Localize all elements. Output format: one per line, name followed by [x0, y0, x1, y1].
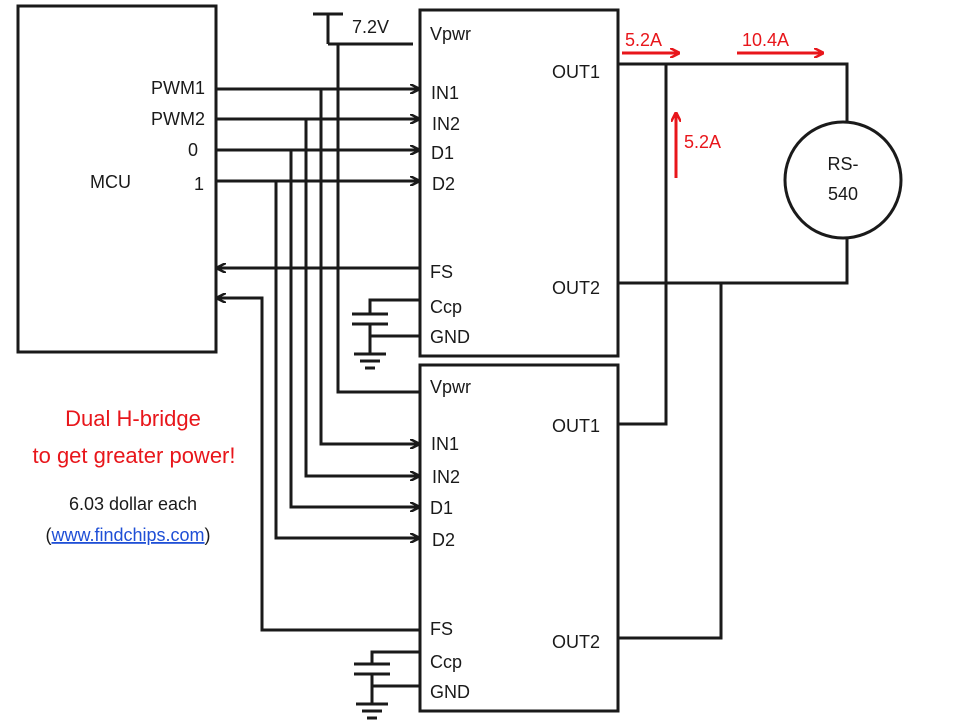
- wire-out1-bottom: [618, 64, 668, 426]
- motor-label-2: 540: [828, 184, 858, 204]
- mcu-pin-pwm2: PWM2: [151, 109, 205, 129]
- gnd-top-lead: [368, 324, 420, 354]
- vpwr-bus-bottom: [336, 44, 420, 394]
- driver-top-ccp: Ccp: [430, 297, 462, 317]
- driver-top-in2: IN2: [432, 114, 460, 134]
- driver-bottom-gnd: GND: [430, 682, 470, 702]
- driver-bottom-in2: IN2: [432, 467, 460, 487]
- output-wiring: [618, 62, 849, 640]
- signal-wiring: [216, 89, 420, 632]
- mcu-pin-0: 0: [188, 140, 198, 160]
- mcu-pin-pwm1: PWM1: [151, 78, 205, 98]
- current-label-total: 10.4A: [742, 30, 789, 50]
- note-block: Dual H-bridge to get greater power! 6.03…: [32, 406, 235, 545]
- wire-pwm1-bottom: [319, 89, 418, 444]
- cap-bottom-lead: [370, 650, 420, 664]
- link-close-paren: ): [205, 525, 211, 545]
- driver-top-vpwr: Vpwr: [430, 24, 471, 44]
- cap-top-lead: [368, 298, 420, 314]
- wire-d2-bottom: [274, 181, 418, 538]
- ground-network-top: [352, 298, 420, 370]
- supply-label: 7.2V: [352, 17, 389, 37]
- driver-top-d1: D1: [431, 143, 454, 163]
- mcu-box: [16, 4, 218, 354]
- driver-top-out1: OUT1: [552, 62, 600, 82]
- driver-top-gnd: GND: [430, 327, 470, 347]
- note-line-2: to get greater power!: [32, 443, 235, 468]
- driver-bottom-out2: OUT2: [552, 632, 600, 652]
- driver-bottom: Vpwr IN1 IN2 D1 D2 FS Ccp GND OUT1 OUT2: [418, 363, 620, 713]
- wire-d1-bottom: [289, 150, 418, 507]
- wire-pwm2-bottom: [304, 119, 418, 476]
- driver-top: Vpwr IN1 IN2 D1 D2 FS Ccp GND OUT1 OUT2: [418, 8, 620, 358]
- link-open-paren: (: [45, 525, 51, 545]
- current-label-bottom-out: 5.2A: [684, 132, 721, 152]
- wire-out1-top-motor: [618, 62, 849, 127]
- findchips-link[interactable]: www.findchips.com: [50, 525, 204, 545]
- driver-bottom-fs: FS: [430, 619, 453, 639]
- driver-bottom-out1: OUT1: [552, 416, 600, 436]
- note-line-1: Dual H-bridge: [65, 406, 201, 431]
- gnd-bottom-lead: [370, 674, 420, 704]
- power-supply: 7.2V: [313, 12, 420, 394]
- mcu-pin-1: 1: [194, 174, 204, 194]
- driver-top-fs: FS: [430, 262, 453, 282]
- driver-bottom-vpwr: Vpwr: [430, 377, 471, 397]
- driver-bottom-ccp: Ccp: [430, 652, 462, 672]
- wire-out2-bottom: [618, 283, 723, 640]
- driver-top-box: [418, 8, 620, 358]
- mcu-block: MCU PWM1 PWM2 0 1: [16, 4, 218, 354]
- wire-out2-top-motor: [618, 237, 849, 285]
- driver-top-in1: IN1: [431, 83, 459, 103]
- current-annotations: 5.2A 10.4A 5.2A: [622, 30, 822, 178]
- driver-top-d2: D2: [432, 174, 455, 194]
- driver-bottom-d2: D2: [432, 530, 455, 550]
- current-label-top-out: 5.2A: [625, 30, 662, 50]
- driver-bottom-in1: IN1: [431, 434, 459, 454]
- motor-rs540: RS- 540: [783, 120, 903, 240]
- driver-bottom-box: [418, 363, 620, 713]
- motor-label-1: RS-: [828, 154, 859, 174]
- wire-fs-bottom: [218, 298, 420, 632]
- mcu-label: MCU: [90, 172, 131, 192]
- price-text: 6.03 dollar each: [69, 494, 197, 514]
- motor-body: [783, 120, 903, 240]
- source-line: (www.findchips.com): [45, 525, 210, 545]
- driver-bottom-d1: D1: [430, 498, 453, 518]
- ground-network-bottom: [354, 650, 420, 720]
- driver-top-out2: OUT2: [552, 278, 600, 298]
